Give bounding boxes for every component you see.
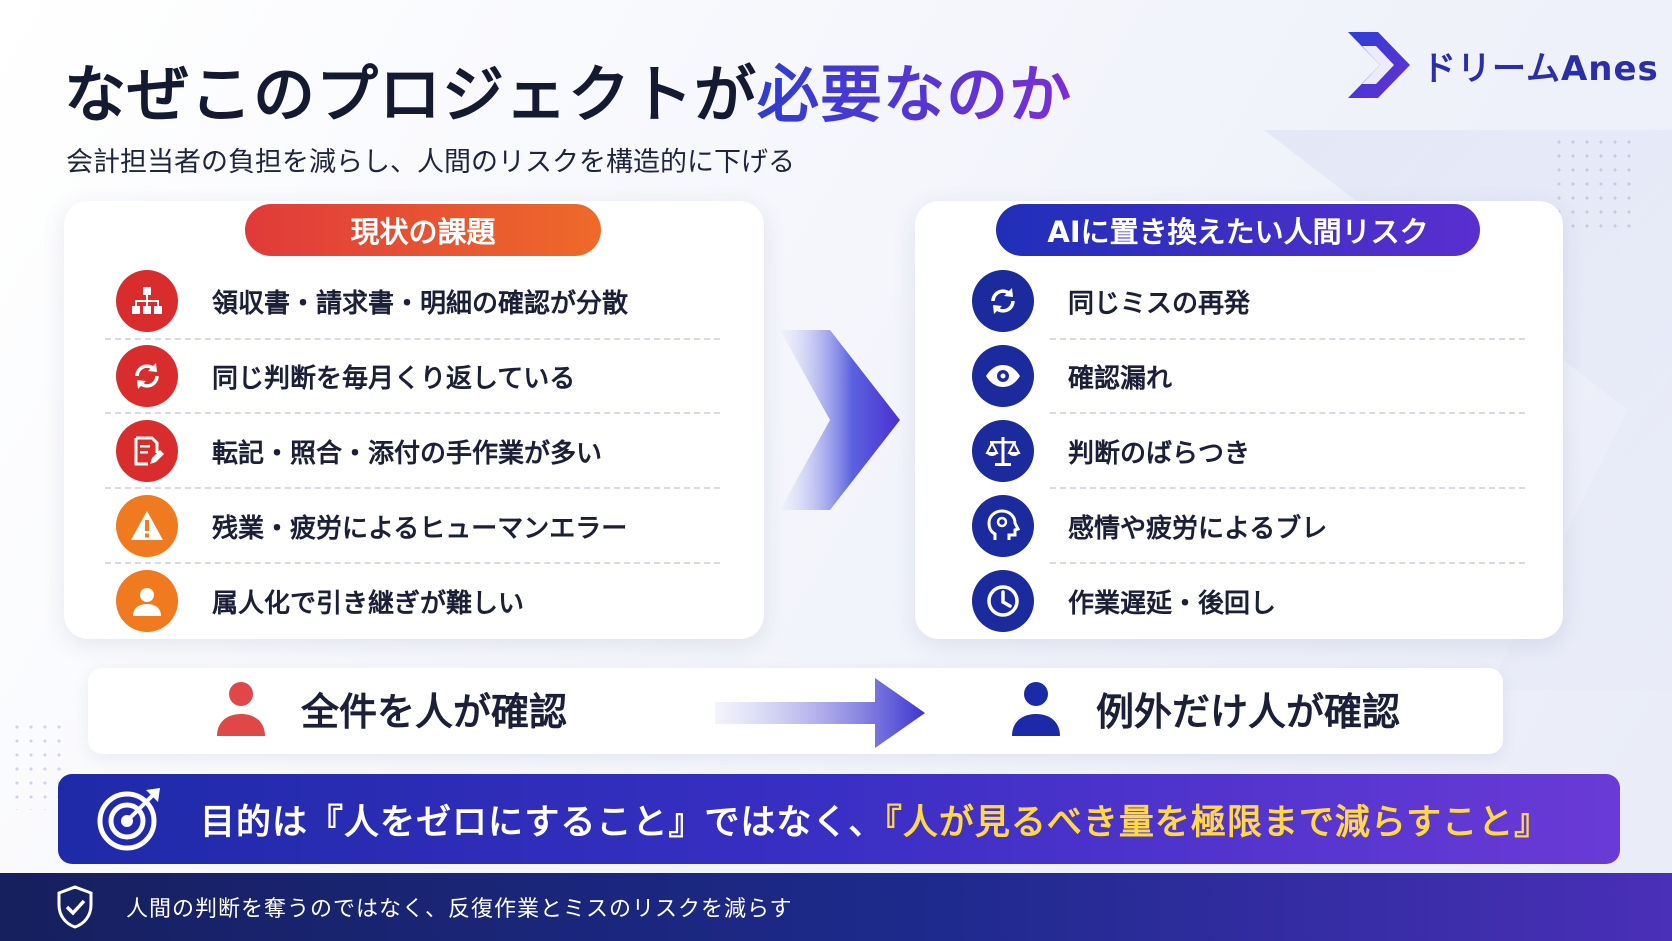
title-accent: 必要なのか: [757, 58, 1073, 131]
risk-label: 同じミスの再発: [1068, 288, 1251, 319]
flow-to-label: 例外だけ人が確認: [1096, 689, 1401, 734]
issue-label: 残業・疲労によるヒューマンエラー: [212, 513, 628, 544]
row-divider: [1050, 412, 1525, 414]
person-red-icon: [217, 682, 265, 736]
person-blue-icon: [1012, 682, 1060, 736]
warning-icon: [116, 495, 178, 557]
footer-text: 人間の判断を奪うのではなく、反復作業とミスのリスクを減らす: [126, 897, 793, 922]
row-divider: [105, 487, 720, 489]
org-chart-icon: [116, 270, 178, 332]
footer: 人間の判断を奪うのではなく、反復作業とミスのリスクを減らす: [0, 873, 1672, 941]
goal-prefix: 目的は『人をゼロにすること』ではなく、: [200, 802, 885, 843]
logo: ドリームAnes: [1342, 28, 1659, 102]
risk-label: 感情や疲労によるブレ: [1068, 513, 1328, 544]
edit-document-icon: [116, 420, 178, 482]
current-issues-card: [64, 201, 764, 639]
scale-icon: [972, 420, 1034, 482]
issue-item: 同じ判断を毎月くり返している: [116, 341, 575, 411]
goal-banner: 目的は『人をゼロにすること』ではなく、『人が見るべき量を極限まで減らすこと』: [58, 774, 1620, 864]
goal-highlight: 『人が見るべき量を極限まで減らすこと』: [884, 802, 1551, 843]
dot-pattern: [1552, 135, 1632, 235]
head-icon: [972, 495, 1034, 557]
issue-item: 領収書・請求書・明細の確認が分散: [116, 266, 628, 336]
row-divider: [105, 412, 720, 414]
goal-text: 目的は『人をゼロにすること』ではなく、『人が見るべき量を極限まで減らすこと』: [200, 794, 1550, 845]
page-subtitle: 会計担当者の負担を減らし、人間のリスクを構造的に下げる: [66, 147, 795, 178]
risk-item: 作業遅延・後回し: [972, 566, 1276, 636]
clock-icon: [972, 570, 1034, 632]
human-risk-heading: AIに置き換えたい人間リスク: [996, 204, 1480, 256]
issue-label: 転記・照合・添付の手作業が多い: [212, 438, 603, 469]
person-icon: [116, 570, 178, 632]
issue-label: 領収書・請求書・明細の確認が分散: [212, 288, 629, 319]
issue-item: 残業・疲労によるヒューマンエラー: [116, 491, 627, 561]
risk-label: 判断のばらつき: [1068, 438, 1251, 469]
refresh-icon: [972, 270, 1034, 332]
risk-item: 同じミスの再発: [972, 266, 1250, 336]
row-divider: [105, 562, 720, 564]
row-divider: [1050, 338, 1525, 340]
risk-item: 判断のばらつき: [972, 416, 1250, 486]
issue-item: 属人化で引き継ぎが難しい: [116, 566, 524, 636]
risk-item: 感情や疲労によるブレ: [972, 491, 1327, 561]
target-icon: [97, 788, 160, 851]
human-risk-card: [915, 201, 1563, 639]
flow-from: 全件を人が確認: [215, 680, 567, 736]
eye-icon: [972, 345, 1034, 407]
risk-label: 確認漏れ: [1068, 363, 1173, 394]
issue-label: 同じ判断を毎月くり返している: [212, 363, 576, 394]
page-title: なぜこのプロジェクトが必要なのか: [64, 44, 1072, 134]
title-main: なぜこのプロジェクトが: [64, 58, 758, 131]
row-divider: [105, 338, 720, 340]
risk-label: 作業遅延・後回し: [1068, 588, 1277, 619]
issue-item: 転記・照合・添付の手作業が多い: [116, 416, 602, 486]
shield-icon: [57, 885, 93, 929]
flow-from-label: 全件を人が確認: [301, 689, 568, 734]
risk-item: 確認漏れ: [972, 341, 1172, 411]
issue-label: 属人化で引き継ぎが難しい: [212, 588, 525, 619]
row-divider: [1050, 562, 1525, 564]
logo-text: ドリームAnes: [1422, 48, 1659, 89]
repeat-icon: [116, 345, 178, 407]
transition-arrow-icon: [780, 330, 900, 510]
flow-to: 例外だけ人が確認: [1010, 680, 1400, 736]
flow-arrow-icon: [715, 678, 925, 748]
current-issues-heading: 現状の課題: [245, 204, 601, 256]
logo-mark-icon: [1348, 32, 1410, 98]
row-divider: [1050, 487, 1525, 489]
